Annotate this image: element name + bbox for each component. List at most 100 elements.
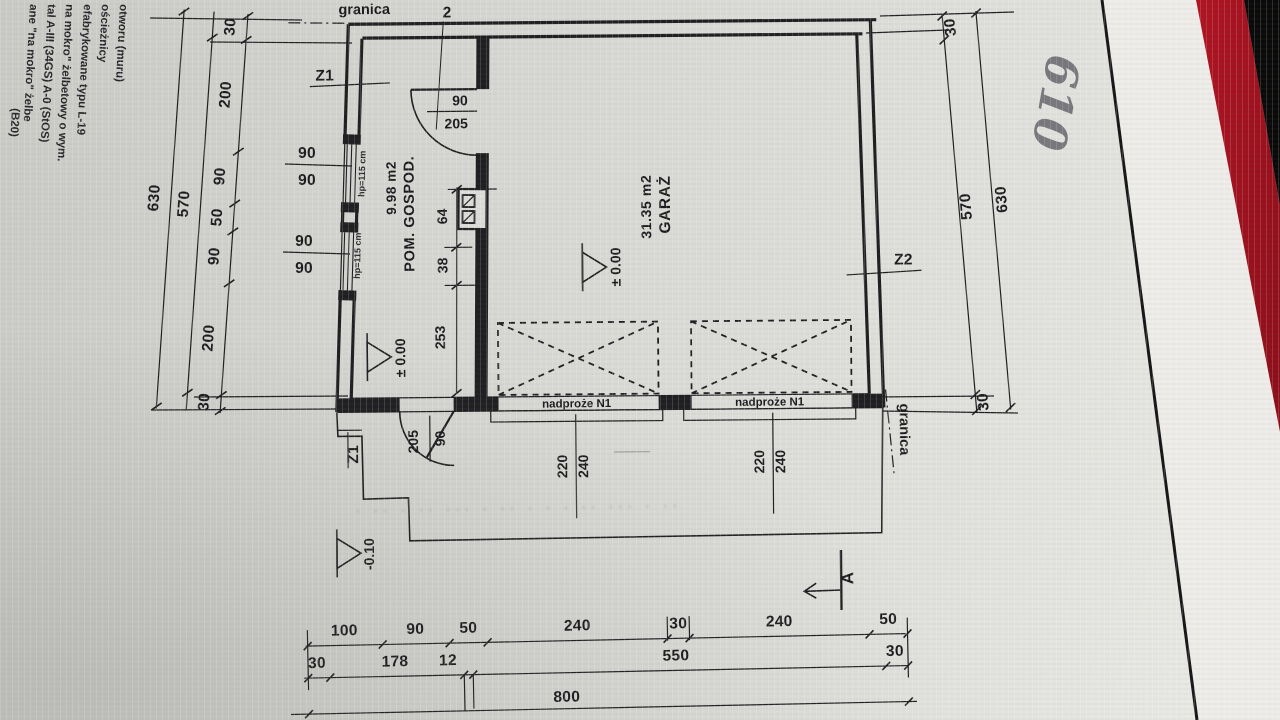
dim-label: 240 xyxy=(772,450,788,474)
dim-label: 30 xyxy=(195,392,213,411)
dim-label: 550 xyxy=(662,647,689,665)
left-dimension-chains: 30 200 90 50 90 200 30 570 630 xyxy=(145,7,254,416)
level-value: ± 0.00 xyxy=(607,247,623,286)
window-sill-height: hp=115 cm xyxy=(356,150,367,197)
wall-stub xyxy=(851,393,884,408)
room-name-garage: GARAŻ xyxy=(657,175,675,233)
boundary-line-top xyxy=(288,22,350,24)
dim-label: 30 xyxy=(221,17,239,36)
vent-duct xyxy=(461,194,476,208)
building: granica 2 Z1 hp=115 cm xyxy=(288,2,922,611)
dim-label: 90 xyxy=(211,167,229,186)
dim-label: 30 xyxy=(669,615,687,632)
wall-stub xyxy=(453,396,499,412)
legend-line: (B20) xyxy=(7,108,20,138)
dim-label: 100 xyxy=(331,622,358,640)
room-area-garage: 31.35 m2 xyxy=(638,175,655,239)
dim-label: 200 xyxy=(216,81,235,109)
boundary-label-right: granica xyxy=(896,404,912,457)
exterior-door: 90 205 xyxy=(398,410,455,467)
window-height: 90 xyxy=(298,172,316,189)
dim-label: 50 xyxy=(879,611,897,628)
window-glazing xyxy=(342,144,357,291)
photo-right-edge xyxy=(1100,0,1280,720)
door-height: 205 xyxy=(405,430,421,454)
window-jamb xyxy=(338,290,357,301)
vent-duct xyxy=(461,210,476,224)
window-height: 90 xyxy=(295,260,313,277)
ticks xyxy=(214,11,254,416)
boundary-label-top: granica xyxy=(338,2,391,18)
legend-line: ane "na mokro" żelbe xyxy=(21,4,39,122)
dim-label: 570 xyxy=(957,193,976,221)
section-marker-a: A xyxy=(802,549,857,611)
window-jamb xyxy=(340,222,359,233)
door-swing-arc xyxy=(398,411,455,467)
legend-line: tal A-III (34GS) A-0 (StOS) xyxy=(38,4,57,143)
right-wall xyxy=(855,19,886,408)
window-size-labels: 90 90 90 90 xyxy=(282,145,353,277)
dim-label: 30 xyxy=(886,643,904,660)
dim-label-total: 800 xyxy=(553,688,580,706)
ticks xyxy=(936,10,982,416)
lintel-outline xyxy=(683,407,857,421)
room-area-pom: 9.98 m2 xyxy=(384,161,399,215)
wall-stub xyxy=(337,397,400,413)
dim-label: 220 xyxy=(554,454,570,478)
dim-label: 178 xyxy=(381,653,408,671)
window-jamb xyxy=(342,134,362,145)
interior-wall xyxy=(457,37,490,398)
z1-top-marker: Z1 xyxy=(315,67,334,84)
level-marker-garage: ± 0.00 xyxy=(581,243,624,292)
bottom-wall: nadproże N1 nadproże N1 xyxy=(337,393,884,423)
legend-line: ościeżnicy xyxy=(96,4,111,63)
dim-label: 220 xyxy=(751,450,767,474)
bottom-dimension-rows: 100 90 50 240 30 240 50 30 178 12 550 30… xyxy=(291,611,917,719)
wall-pillar xyxy=(658,395,692,410)
paper-margin xyxy=(1103,0,1280,720)
z2-marker: Z2 xyxy=(894,251,913,268)
dim-label: 240 xyxy=(575,454,591,478)
dim-label: 240 xyxy=(766,613,793,631)
lintel-outline xyxy=(490,408,664,423)
legend-line: otworu (muru) xyxy=(113,4,129,83)
page-frame-line xyxy=(1100,0,1199,720)
window-width: 90 xyxy=(295,233,313,250)
interior-door: 90 205 xyxy=(410,88,478,156)
level-marker-pom: ± 0.00 xyxy=(366,333,408,382)
dim-label: 30 xyxy=(308,655,326,672)
right-dimension-chains: 30 570 30 630 xyxy=(936,8,1016,416)
interior-dims: 64 38 253 xyxy=(432,184,497,399)
level-value: -0.10 xyxy=(361,538,377,570)
dim-label: 570 xyxy=(175,190,194,218)
window-jamb xyxy=(340,202,360,213)
lintel-label: nadproże N1 xyxy=(735,396,805,409)
dim-label: 200 xyxy=(199,324,218,352)
window-width: 90 xyxy=(298,145,316,162)
dim-label: 50 xyxy=(208,208,226,227)
dim-label: 30 xyxy=(941,18,959,37)
legend-line: na mokro" żelbetowy o wym. xyxy=(55,4,75,162)
door-swing-arc xyxy=(410,89,478,156)
dim-label: 253 xyxy=(432,326,448,350)
dim-label: 240 xyxy=(564,617,591,635)
extension-lines xyxy=(149,11,1019,414)
garage-door-panels xyxy=(497,318,853,396)
door-width: 90 xyxy=(452,92,468,108)
window-sill-height: hp=115 cm xyxy=(352,232,363,279)
red-table-surface xyxy=(1196,0,1280,432)
door-leaf xyxy=(425,410,455,460)
door-leaf xyxy=(410,88,477,91)
legend-text-column: otworu (muru) ościeżnicy efabrykowane ty… xyxy=(7,4,128,162)
handwritten-dimension: 610 xyxy=(1021,51,1091,155)
dim-label: 90 xyxy=(406,621,424,638)
room-name-pom: POM. GOSPOD. xyxy=(401,156,418,272)
level-marker-outside: -0.10 xyxy=(335,529,377,578)
dim-label: 64 xyxy=(434,208,450,224)
dim-label: 50 xyxy=(459,620,477,637)
dim-label: 630 xyxy=(145,184,164,212)
dark-background-corner xyxy=(1244,0,1280,206)
bleed-through-marks: · ·· · ·· ··· · ·· · · · ·· ··· · ·· xyxy=(356,498,683,519)
z1-bottom-marker: Z1 xyxy=(345,445,362,464)
